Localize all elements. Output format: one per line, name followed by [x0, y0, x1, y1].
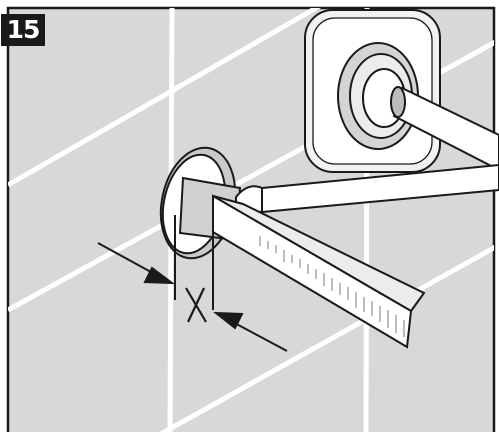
- dimension-label-x: [185, 287, 207, 323]
- dimension-arrow-right-icon: [212, 311, 288, 352]
- shower-arm-pipe: [390, 86, 499, 172]
- step-number-badge: 15: [1, 14, 45, 46]
- ruler-scale-marks: [259, 236, 405, 337]
- dimension-arrow-left-icon: [97, 242, 176, 285]
- dimension-extension-lines: [174, 215, 214, 310]
- folding-ruler: [212, 194, 426, 349]
- wall-rosette: [304, 9, 441, 173]
